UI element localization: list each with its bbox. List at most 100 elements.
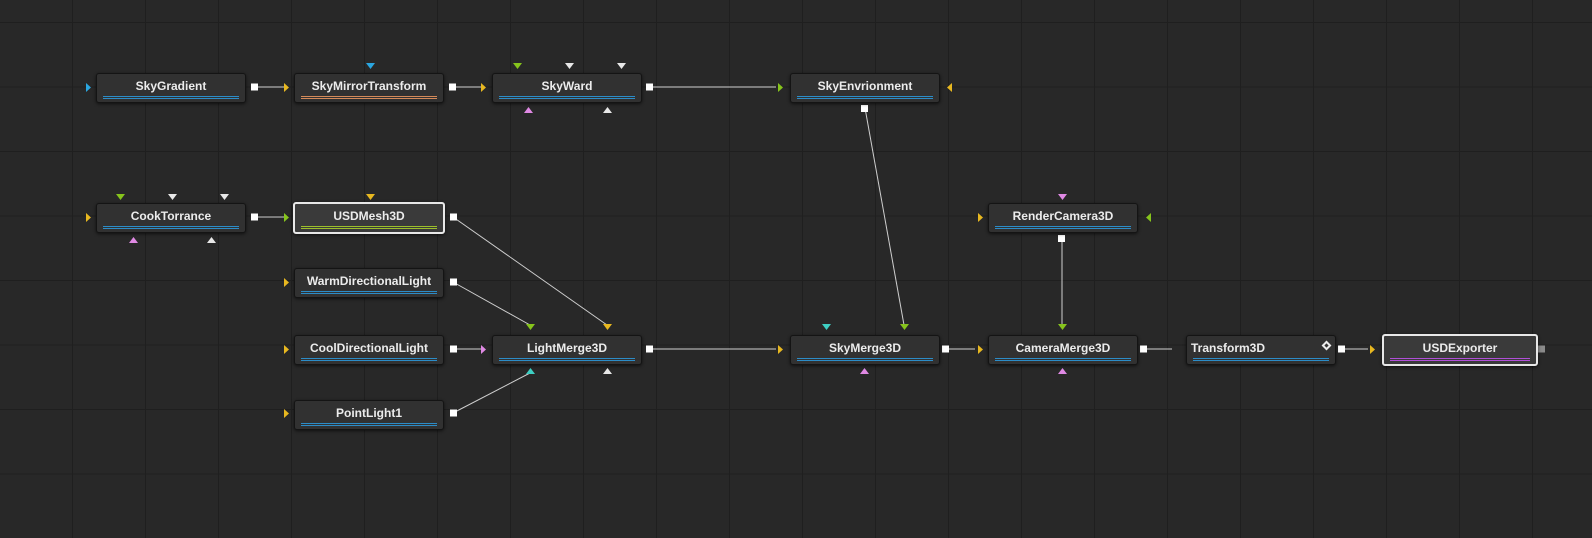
port-cooktorrance-top-3 [220, 194, 229, 200]
port-skyward-top-3 [617, 63, 626, 69]
port-skymerge3d-top-2 [900, 324, 909, 330]
node-cooktorrance[interactable]: CookTorrance [96, 203, 246, 233]
output-ports[interactable] [251, 83, 1545, 417]
node-accent-bar [1193, 360, 1329, 361]
node-accent-bar [301, 291, 437, 292]
node-accent-bar [995, 358, 1131, 359]
port-usdexporter-output [1538, 345, 1545, 353]
node-accent-bar [499, 358, 635, 359]
port-lightmerge3d-top-1 [526, 324, 535, 330]
node-usdexporter[interactable]: USDExporter [1382, 334, 1538, 366]
node-accent-bar [301, 228, 437, 229]
wire-pointlight-lightmerge3d [452, 372, 531, 414]
node-lightmerge3d[interactable]: LightMerge3D [492, 335, 642, 365]
node-skyward[interactable]: SkyWard [492, 73, 642, 103]
node-transform3d[interactable]: Transform3D [1186, 335, 1336, 365]
port-cameramerge3d-bottom [1058, 368, 1067, 374]
node-skymirrortransform[interactable]: SkyMirrorTransform [294, 73, 444, 103]
node-label: SkyGradient [135, 79, 207, 93]
port-pointlight-output [450, 409, 457, 417]
node-skygradient[interactable]: SkyGradient [96, 73, 246, 103]
port-cooktorrance-bottom-1 [129, 237, 138, 243]
port-cooktorrance-top-1 [116, 194, 125, 200]
node-accent-bar [499, 96, 635, 97]
port-usdmesh3d-top [366, 194, 375, 200]
port-skygradient-output [251, 83, 258, 91]
port-skyward-input [481, 83, 486, 92]
port-usdexporter-input [1370, 345, 1375, 354]
node-accent-bar [301, 425, 437, 426]
node-label: SkyWard [541, 79, 593, 93]
port-warmlight-output [450, 278, 457, 286]
node-accent-bar [995, 226, 1131, 227]
port-coollight-input [284, 345, 289, 354]
node-cameramerge3d[interactable]: CameraMerge3D [988, 335, 1138, 365]
node-label: USDMesh3D [333, 209, 405, 223]
node-accent-bar [103, 228, 239, 229]
node-accent-bar [301, 98, 437, 99]
node-accent-bar [797, 98, 933, 99]
wire-warmlight-lightmerge3d [452, 281, 531, 326]
node-accent-bar [995, 360, 1131, 361]
port-skymerge3d-output [942, 345, 949, 353]
port-skyenvrionment-output [861, 105, 868, 112]
port-cooktorrance-input [86, 213, 91, 222]
port-skyward-bottom-2 [603, 107, 612, 113]
port-skyenvrionment-right-input [947, 83, 952, 92]
node-accent-bar [301, 96, 437, 97]
node-label: LightMerge3D [526, 341, 607, 355]
node-label: USDExporter [1422, 341, 1498, 355]
port-lightmerge3d-input [481, 345, 486, 354]
node-label: PointLight1 [336, 406, 402, 420]
port-skyward-top-2 [565, 63, 574, 69]
port-usdmesh3d-input [284, 213, 289, 222]
port-skyenvrionment-input [778, 83, 783, 92]
port-transform3d-output [1338, 345, 1345, 353]
port-rendercamera-output [1058, 235, 1065, 242]
node-label: SkyMirrorTransform [311, 79, 427, 93]
port-cameramerge3d-top [1058, 324, 1067, 330]
node-accent-bar [1390, 360, 1530, 361]
node-label: CookTorrance [130, 209, 212, 223]
node-accent-bar [499, 98, 635, 99]
node-accent-bar [301, 360, 437, 361]
node-accent-bar [301, 358, 437, 359]
port-cooktorrance-top-2 [168, 194, 177, 200]
node-accent-bar [103, 96, 239, 97]
port-usdmesh3d-output [450, 213, 457, 221]
node-accent-bar [103, 98, 239, 99]
node-cooldirectionallight[interactable]: CoolDirectionalLight [294, 335, 444, 365]
node-label: CoolDirectionalLight [310, 341, 428, 355]
node-skymerge3d[interactable]: SkyMerge3D [790, 335, 940, 365]
wire-usdmesh3d-lightmerge3d [452, 216, 608, 326]
port-cameramerge3d-input [978, 345, 983, 354]
port-skyward-bottom-1 [524, 107, 533, 113]
node-usdmesh3d[interactable]: USDMesh3D [293, 202, 445, 234]
node-accent-bar [499, 360, 635, 361]
port-skymerge3d-bottom [860, 368, 869, 374]
node-accent-bar [995, 228, 1131, 229]
port-lightmerge3d-bottom-1 [526, 368, 535, 374]
node-accent-bar [797, 96, 933, 97]
node-accent-bar [301, 423, 437, 424]
node-skyenvrionment[interactable]: SkyEnvrionment [790, 73, 940, 103]
node-rendercamera3d[interactable]: RenderCamera3D [988, 203, 1138, 233]
node-accent-bar [797, 358, 933, 359]
port-skymerge3d-input [778, 345, 783, 354]
port-lightmerge3d-top-2 [603, 324, 612, 330]
port-skyward-top-1 [513, 63, 522, 69]
node-warmdirectionallight[interactable]: WarmDirectionalLight [294, 268, 444, 298]
port-skymirrortransform-output [449, 83, 456, 91]
node-pointlight1[interactable]: PointLight1 [294, 400, 444, 430]
node-accent-bar [301, 226, 437, 227]
node-label: SkyEnvrionment [817, 79, 913, 93]
input-ports[interactable] [86, 63, 1375, 418]
port-cameramerge3d-output [1140, 345, 1147, 353]
node-accent-bar [103, 226, 239, 227]
port-skymirrortransform-input [284, 83, 289, 92]
node-label: Transform3D [1191, 341, 1266, 355]
port-rendercamera-input [978, 213, 983, 222]
node-accent-bar [797, 360, 933, 361]
port-lightmerge3d-bottom-2 [603, 368, 612, 374]
